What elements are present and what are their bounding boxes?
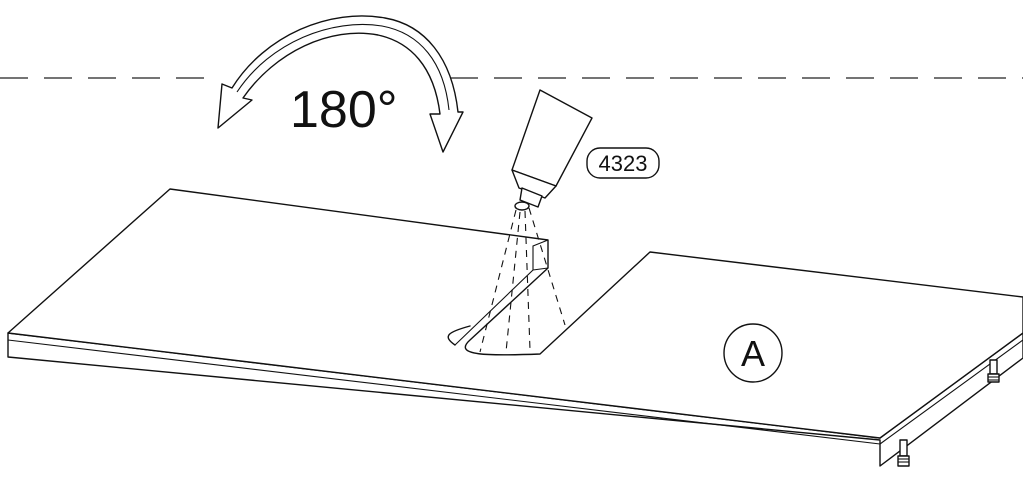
levelling-foot-front (897, 439, 910, 467)
board-panel (7, 188, 1023, 467)
rotate-arrow-icon (217, 15, 464, 153)
part-label-badge: A (723, 323, 783, 383)
rotation-angle-label: 180° (290, 81, 398, 139)
product-code-tag: 4323 (586, 147, 660, 179)
adhesive-tube-icon (511, 89, 593, 211)
part-label: A (741, 333, 765, 374)
levelling-foot-right (987, 359, 1000, 383)
spray-lines (479, 207, 566, 353)
product-code-label: 4323 (599, 151, 648, 176)
